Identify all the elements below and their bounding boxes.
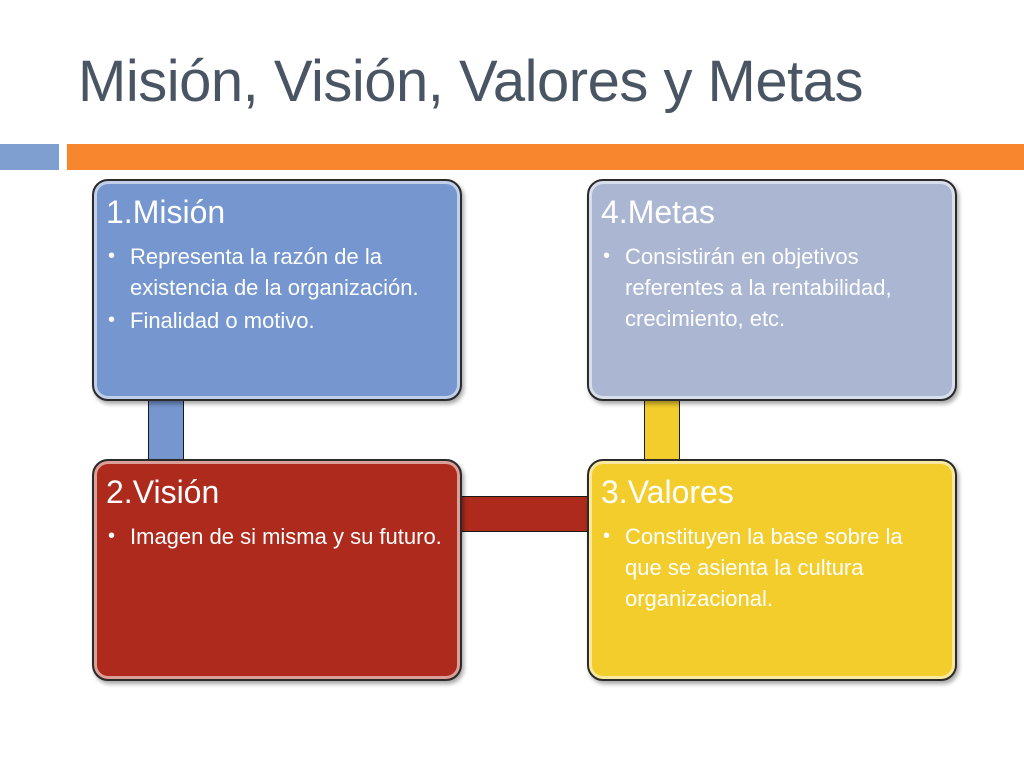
mision-item-text: Representa la razón de la existencia de … — [130, 244, 419, 300]
metas-item-text: Consistirán en objetivos referentes a la… — [625, 244, 892, 331]
metas-item: • Consistirán en objetivos referentes a l… — [601, 241, 941, 334]
vision-heading: 2.Visión — [106, 474, 220, 510]
mision-item: • Representa la razón de la existencia de… — [106, 241, 446, 303]
metas-heading: 4.Metas — [601, 194, 715, 230]
connector-vision-valores — [455, 496, 597, 532]
mision-box: 1.Misión • Representa la razón de la exis… — [92, 179, 462, 401]
connector-mision-vision — [148, 396, 184, 468]
metas-box: 4.Metas • Consistirán en objetivos refere… — [587, 179, 957, 401]
mision-item-text: Finalidad o motivo. — [130, 308, 315, 333]
valores-item: • Constituyen la base sobre la que se asi… — [601, 521, 941, 614]
metas-list: • Consistirán en objetivos referentes a l… — [601, 241, 941, 334]
vision-item-text: Imagen de si misma y su futuro. — [130, 524, 442, 549]
vision-list: • Imagen de si misma y su futuro. — [106, 521, 446, 552]
mision-item: • Finalidad o motivo. — [106, 305, 446, 336]
header-accent-bar-orange — [67, 144, 1024, 170]
mision-heading: 1.Misión — [106, 194, 226, 230]
mision-list: • Representa la razón de la existencia de… — [106, 241, 446, 336]
bullet-icon: • — [108, 245, 116, 267]
bullet-icon: • — [108, 309, 116, 331]
valores-box: 3.Valores • Constituyen la base sobre la … — [587, 459, 957, 681]
valores-item-text: Constituyen la base sobre la que se asie… — [625, 524, 903, 611]
bullet-icon: • — [603, 245, 611, 267]
slide-title: Misión, Visión, Valores y Metas — [78, 49, 864, 114]
connector-metas-valores — [644, 396, 680, 468]
header-accent-bar-blue — [0, 144, 59, 170]
valores-heading: 3.Valores — [601, 474, 734, 510]
bullet-icon: • — [108, 525, 116, 547]
valores-list: • Constituyen la base sobre la que se asi… — [601, 521, 941, 614]
vision-box: 2.Visión • Imagen de si misma y su futuro… — [92, 459, 462, 681]
vision-item: • Imagen de si misma y su futuro. — [106, 521, 446, 552]
bullet-icon: • — [603, 525, 611, 547]
